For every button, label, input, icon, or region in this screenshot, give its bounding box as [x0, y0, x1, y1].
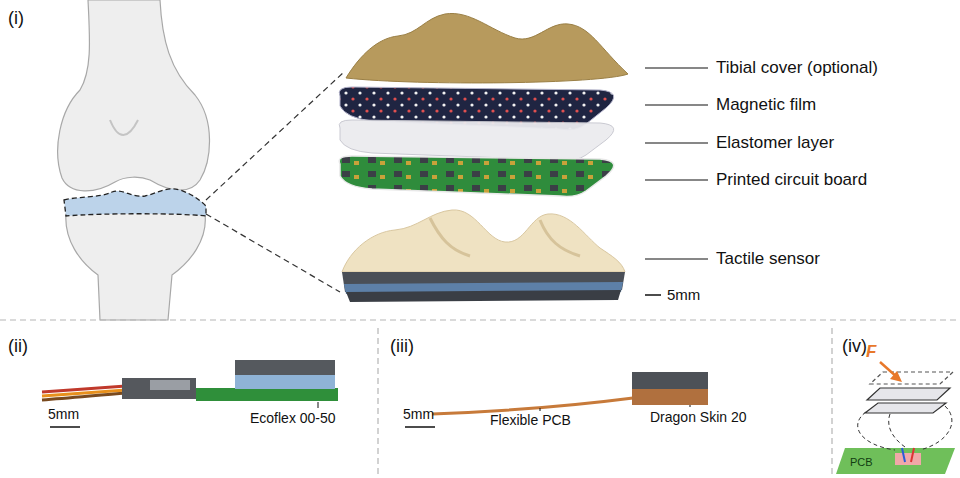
leader-line	[645, 258, 708, 259]
layer-label: Elastomer layer	[716, 133, 834, 153]
bone-shading	[110, 120, 138, 135]
layer-label: Tibial cover (optional)	[716, 58, 878, 78]
scale-bar	[405, 426, 435, 428]
leader-line	[318, 402, 319, 408]
cable-wire	[42, 393, 126, 400]
panel-separator	[0, 319, 960, 320]
connector	[122, 378, 196, 399]
flexible-pcb	[432, 398, 633, 414]
tibia-bone	[66, 211, 205, 320]
material-label: Dragon Skin 20	[650, 409, 747, 425]
zoom-line	[206, 214, 340, 292]
magnet-displaced	[870, 372, 953, 384]
sensor-region	[64, 189, 206, 216]
panel-separator	[377, 328, 378, 478]
zoom-line	[206, 72, 344, 200]
elastomer-layer	[339, 120, 614, 160]
magnet-plate	[865, 403, 946, 413]
femur-bone	[58, 0, 210, 191]
sensor-chip	[895, 453, 921, 465]
cable-wire	[42, 386, 126, 392]
material-label: Ecoflex 00-50	[250, 410, 336, 426]
leader-line	[645, 142, 708, 143]
leader-line	[690, 405, 691, 407]
pcb-layer	[339, 156, 614, 196]
tibial-cover	[346, 13, 628, 82]
magnet-photo	[235, 360, 335, 375]
pcb-schematic	[836, 448, 955, 474]
scale-bar	[50, 426, 80, 428]
panel-label: (i)	[8, 8, 24, 29]
field-line	[920, 406, 952, 450]
panel-label: (iv)	[842, 336, 867, 357]
sensor-cover-photo	[342, 210, 625, 272]
layer-label: Tactile sensor	[716, 249, 820, 269]
magnet-plate	[867, 388, 950, 400]
elastomer-photo	[632, 389, 708, 405]
panel-label: (iii)	[390, 336, 414, 357]
scale-label: 5mm	[667, 286, 700, 303]
panel-label: (ii)	[8, 336, 28, 357]
field-vector	[911, 448, 914, 462]
leader-line	[645, 104, 708, 105]
elastomer-photo	[235, 373, 335, 389]
field-vector	[902, 448, 905, 462]
layer-label: Magnetic film	[716, 95, 816, 115]
force-arrowhead	[890, 371, 902, 382]
photo-shading	[430, 218, 580, 256]
force-label: F	[866, 342, 876, 362]
part-label: Flexible PCB	[490, 412, 571, 428]
part-label: PCB	[850, 456, 873, 469]
leader-line	[645, 67, 708, 68]
scale-label: 5mm	[403, 406, 434, 422]
magnet-photo	[632, 372, 708, 389]
layer-label: Printed circuit board	[716, 170, 867, 190]
scale-bar	[645, 294, 661, 296]
leader-line	[540, 408, 541, 411]
scale-label: 5mm	[48, 406, 79, 422]
field-line	[889, 414, 905, 447]
pcb-photo	[196, 388, 338, 401]
sensor-base-photo	[346, 290, 621, 302]
leader-line	[645, 179, 708, 180]
panel-separator	[831, 328, 832, 478]
connector	[150, 380, 190, 390]
